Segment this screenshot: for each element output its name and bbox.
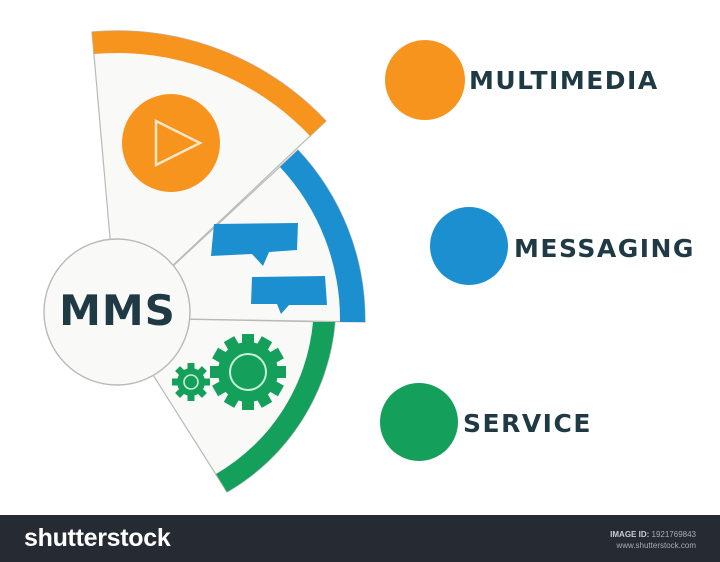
messaging-arc [280, 150, 366, 322]
multimedia-label: MULTIMEDIA [469, 66, 659, 95]
multimedia-dot [385, 40, 465, 120]
fan-diagram [43, 30, 366, 493]
image-id: 1921769843 [651, 530, 697, 539]
image-id-label: IMAGE ID: [610, 530, 650, 539]
service-arc [216, 322, 335, 492]
gears-icon [172, 334, 286, 410]
chat-bubbles-icon [211, 223, 327, 314]
site-url: www.shutterstock.com [616, 541, 696, 550]
multimedia-arc [92, 30, 326, 136]
stock-footer: shutterstock IMAGE ID: 1921769843 www.sh… [0, 515, 720, 562]
acronym-diagram: MMS MULTIMEDIA MESSAGING SERVICE [43, 30, 695, 493]
center-circle [43, 238, 191, 386]
messaging-label: MESSAGING [514, 234, 695, 263]
service-dot [380, 383, 458, 461]
center-acronym: MMS [59, 286, 176, 335]
messaging-dot [430, 207, 508, 285]
play-icon [122, 94, 220, 192]
image-meta: IMAGE ID: 1921769843 www.shutterstock.co… [610, 529, 696, 551]
brand-logo: shutterstock [24, 524, 171, 552]
service-label: SERVICE [463, 409, 592, 438]
